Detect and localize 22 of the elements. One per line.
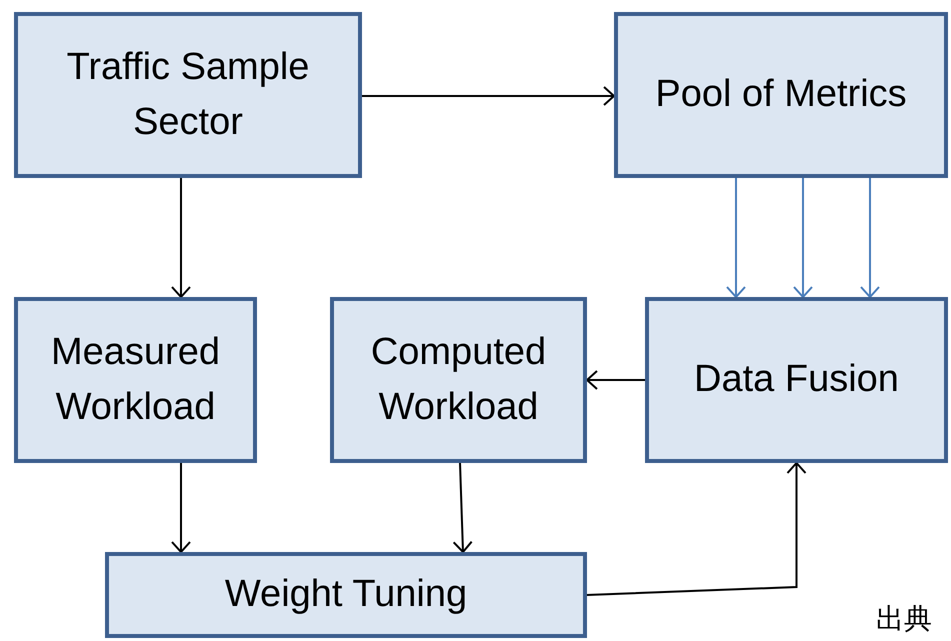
process-box — [14, 12, 362, 178]
arrow — [586, 462, 806, 596]
process-box — [645, 297, 948, 463]
arrow — [793, 178, 813, 298]
box-label: Computed Workload — [370, 330, 548, 430]
box-label: Traffic Sample Sector — [66, 44, 310, 145]
process-box — [14, 297, 257, 463]
process-box — [614, 12, 948, 178]
arrow — [860, 178, 880, 298]
process-box — [330, 297, 587, 463]
source-label: 出典 — [876, 602, 932, 636]
box-label: Weight Tuning — [224, 572, 468, 618]
arrow — [171, 463, 191, 553]
process-box — [105, 552, 587, 638]
box-label: Data Fusion — [694, 357, 899, 402]
arrow — [362, 86, 615, 106]
arrow — [586, 370, 645, 390]
arrow — [452, 462, 473, 553]
box-label: Pool of Metrics — [655, 72, 907, 118]
arrow — [171, 178, 191, 298]
arrow — [726, 178, 746, 298]
box-label: Measured Workload — [50, 330, 221, 430]
